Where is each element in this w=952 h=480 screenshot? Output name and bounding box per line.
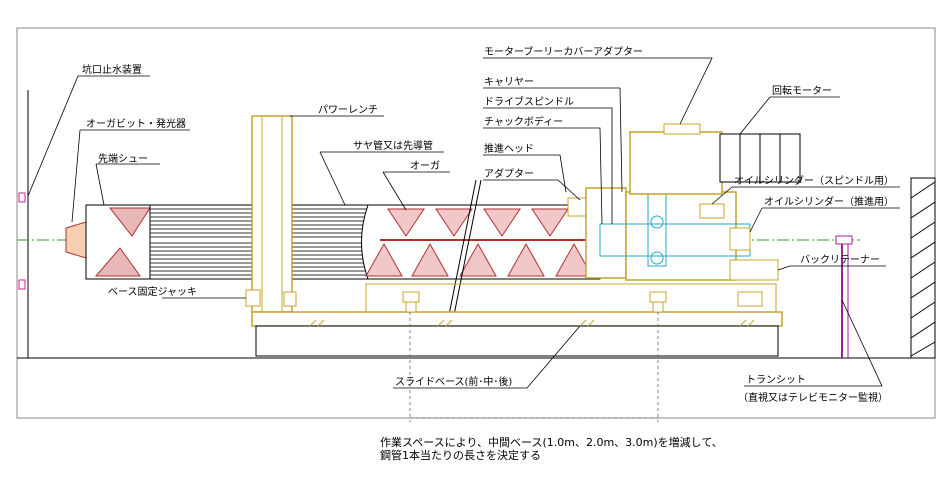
pit-wall-right bbox=[910, 177, 936, 359]
break-line-2 bbox=[452, 179, 482, 321]
label-base-jack: ベース固定ジャッキ bbox=[108, 285, 197, 298]
leader-lines bbox=[27, 57, 900, 389]
tip-flight-lower bbox=[94, 247, 141, 277]
footnote-line-2: 鋼管1本当たりの長さを決定する bbox=[380, 449, 541, 462]
transit-head bbox=[835, 235, 853, 245]
pit-wall-right-hatch bbox=[910, 181, 936, 357]
label-back-container: バックリテーナー bbox=[800, 254, 880, 266]
base-jack bbox=[245, 289, 261, 307]
label-tip-shoe: 先端シュー bbox=[98, 152, 148, 165]
wall-marker-top bbox=[18, 192, 26, 203]
label-motor-pulley-cover-adapter: モーターブーリーカバーアダプター bbox=[484, 45, 643, 58]
rotary-motor-fins bbox=[739, 134, 781, 182]
footnote: 作業スペースにより、中間ベース(1.0m、2.0m、3.0m)を増減して、 鋼管… bbox=[380, 436, 723, 462]
label-power-wrench: パワーレンチ bbox=[318, 104, 378, 116]
pulley-bottom bbox=[650, 251, 664, 265]
wall-marker-bottom bbox=[18, 279, 26, 290]
label-transit: トランシット bbox=[746, 374, 806, 386]
label-cutoff-device: 坑口止水装置 bbox=[82, 63, 142, 76]
pulley-mid bbox=[650, 215, 664, 229]
label-transit-note: （直視又はテレビモニター監視） bbox=[738, 391, 888, 404]
label-pusher-head: 推進ヘッド bbox=[484, 142, 534, 155]
label-drive-spindle: ドライブスピンドル bbox=[484, 95, 574, 108]
tip-flight bbox=[108, 207, 151, 237]
roller-left bbox=[402, 291, 420, 313]
label-auger-bit: オーガビット・発光器 bbox=[86, 117, 186, 130]
label-oil-cylinder-push: オイルシリンダー（推進用） bbox=[764, 195, 894, 208]
rail-frame bbox=[365, 283, 777, 313]
label-casing: サヤ管又は先導管 bbox=[353, 139, 433, 152]
label-auger: オーガ bbox=[410, 160, 440, 172]
slide-base-top bbox=[251, 311, 783, 327]
adapter bbox=[567, 197, 587, 217]
motor-pulley-cover bbox=[629, 131, 723, 195]
label-carrier: キャリヤー bbox=[484, 77, 534, 88]
footnote-line-1: 作業スペースにより、中間ベース(1.0m、2.0m、3.0m)を増減して、 bbox=[380, 436, 723, 449]
power-wrench bbox=[251, 115, 293, 313]
cutoff-device bbox=[65, 221, 87, 259]
slide-base-hatch bbox=[309, 319, 755, 327]
oil-cylinder-push bbox=[729, 227, 751, 251]
roller-right bbox=[649, 291, 667, 313]
roller-far bbox=[737, 291, 763, 307]
label-rotary-motor: 回転モーター bbox=[772, 85, 832, 97]
slide-base bbox=[255, 325, 779, 357]
label-slide-base: スライドベース(前･中･後) bbox=[395, 375, 512, 388]
break-line bbox=[447, 179, 477, 321]
label-oil-cylinder-spindle: オイルシリンダー（スピンドル用） bbox=[734, 174, 894, 187]
back-container bbox=[729, 259, 779, 281]
oil-cylinder-spindle bbox=[699, 203, 725, 219]
dimension-guides bbox=[409, 312, 659, 422]
motor-pulley-cover-top bbox=[663, 123, 701, 135]
label-adapter: アダプター bbox=[484, 167, 534, 180]
label-chuck-body: チャックボディー bbox=[484, 115, 563, 128]
base-jack-right bbox=[283, 291, 297, 307]
pusher-head bbox=[585, 187, 627, 279]
auger-flights bbox=[365, 208, 593, 277]
